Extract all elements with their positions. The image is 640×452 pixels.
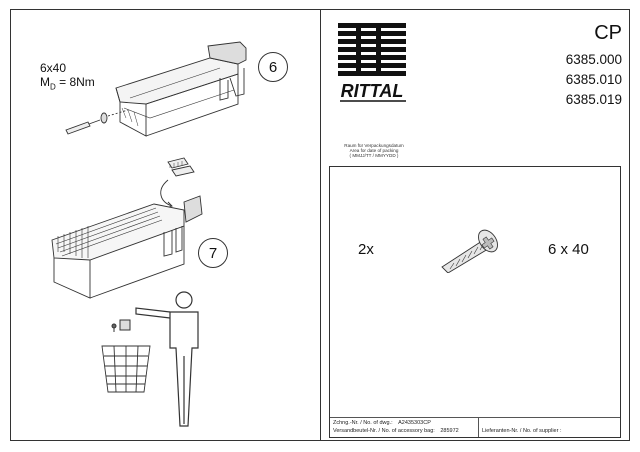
- packing-date-line-1: Raum für Verpackungsdatum: [344, 143, 404, 148]
- accessory-dimension: 6 x 40: [548, 241, 589, 258]
- screw-icon: [441, 229, 498, 273]
- drawing-number: Zchng.-Nr. / No. of dwg.: A2435303CP: [333, 420, 431, 426]
- step-7-marker: 7: [198, 238, 228, 268]
- torque-label: MD = 8Nm: [40, 75, 95, 92]
- bag-number-label: Versandbeutel-Nr. / No. of accessory bag…: [333, 428, 435, 434]
- screw-spec: 6x40 MD = 8Nm: [40, 61, 95, 94]
- bag-number: Versandbeutel-Nr. / No. of accessory bag…: [333, 428, 459, 434]
- trash-bin-icon: [101, 345, 151, 393]
- bag-number-value: 285972: [440, 428, 459, 434]
- accessory-quantity: 2x: [358, 241, 374, 258]
- packing-date-line-3: ( MMJJ/TT / MMYYDD ): [349, 153, 399, 159]
- screw-icon: [111, 323, 117, 332]
- article-code-2: 6385.010: [565, 72, 622, 87]
- page-divider: [320, 9, 321, 441]
- supplier-number: Lieferanten-Nr. / No. of supplier :: [482, 428, 562, 434]
- drawing-number-value: A2435303CP: [398, 420, 431, 426]
- svg-text:RITTAL: RITTAL: [341, 81, 404, 101]
- step7-illustration: [51, 157, 203, 299]
- comb-part-icon: [119, 319, 131, 331]
- product-line-label: CP: [594, 22, 622, 44]
- packing-date-area: Raum für Verpackungsdatum Area for date …: [330, 143, 418, 159]
- article-code-1: 6385.000: [565, 52, 622, 67]
- comb-parts: [167, 157, 195, 177]
- drawing-number-label: Zchng.-Nr. / No. of dwg.:: [333, 420, 393, 426]
- screwdriver-icon: [65, 119, 101, 135]
- step6-illustration: [65, 41, 247, 137]
- footer-divider: [330, 417, 620, 418]
- screw-size-label: 6x40: [40, 61, 67, 75]
- packing-date-line-2: Area for date of packing: [349, 148, 399, 154]
- disposal-illustration: [101, 291, 199, 427]
- step-6-marker: 6: [258, 52, 288, 82]
- accessory-box: 2x 6 x 40 Zchng.-Nr. / No. of dwg.: A243…: [329, 166, 621, 438]
- rittal-logo: RITTAL: [338, 23, 406, 102]
- footer-separator: [478, 417, 479, 437]
- washer-icon: [100, 112, 108, 124]
- article-code-3: 6385.019: [565, 92, 622, 107]
- person-disposal-icon: [135, 291, 199, 427]
